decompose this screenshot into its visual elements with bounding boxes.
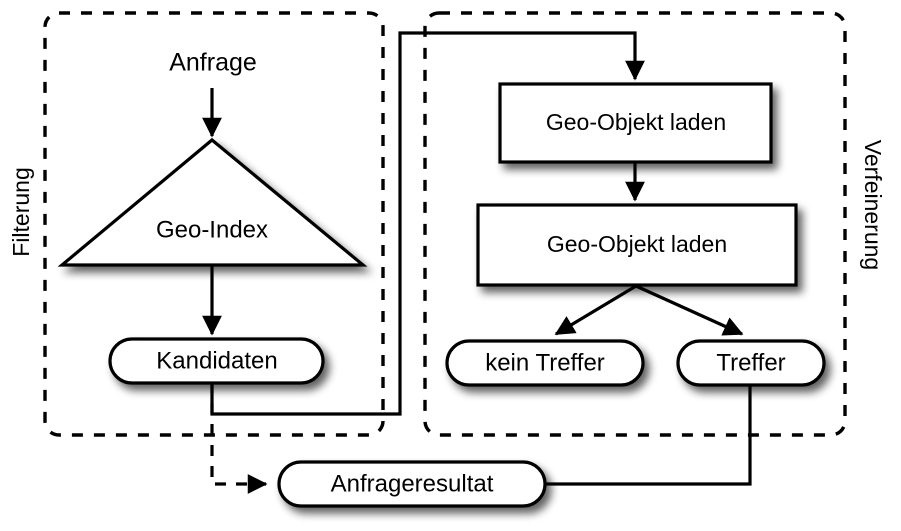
node-anfrageresultat-shape: [277, 460, 547, 508]
node-geo-objekt-laden-2-shape: [476, 203, 798, 287]
group-filterung: Filterung: [8, 11, 385, 437]
edge-treffer-to-anfrageresultat: [545, 384, 752, 486]
group-verfeinerung-label: Verfeinerung: [860, 140, 886, 270]
node-geo-objekt-laden-2[interactable]: [476, 203, 798, 287]
node-geo-index-label: Geo-Index: [156, 216, 268, 243]
edge-geo-objekt-laden-2-to-treffer: [635, 284, 744, 336]
node-kein-treffer[interactable]: [445, 339, 645, 387]
group-filterung-label: Filterung: [8, 167, 34, 256]
node-kandidaten-label: Kandidaten: [156, 347, 277, 374]
node-geo-objekt-laden-2-label: Geo-Objekt laden: [547, 231, 727, 257]
group-verfeinerung-border: [423, 11, 847, 437]
node-kein-treffer-label: kein Treffer: [485, 349, 605, 376]
node-anfrageresultat[interactable]: [277, 460, 547, 508]
node-kandidaten[interactable]: [108, 337, 325, 385]
node-geo-objekt-laden-1-shape: [498, 82, 773, 164]
node-treffer-label: Treffer: [716, 349, 785, 376]
edges-layer: [202, 31, 752, 494]
node-treffer[interactable]: [676, 339, 826, 387]
node-kein-treffer-shape: [445, 339, 645, 387]
node-anfrage-label: Anfrage: [169, 49, 257, 77]
node-kandidaten-shape: [108, 337, 325, 385]
node-geo-index-shape: [57, 137, 368, 267]
node-treffer-shape: [676, 339, 826, 387]
group-verfeinerung: Verfeinerung: [423, 11, 886, 437]
node-anfrageresultat-label: Anfrageresultat: [331, 470, 494, 497]
edge-kandidaten-to-anfrageresultat: [210, 382, 268, 494]
node-geo-index[interactable]: [57, 137, 368, 267]
node-geo-objekt-laden-1-label: Geo-Objekt laden: [546, 109, 726, 135]
node-geo-objekt-laden-1[interactable]: [498, 82, 773, 164]
edge-geo-objekt-laden-2-to-kein-treffer: [554, 284, 637, 336]
group-filterung-border: [43, 11, 385, 437]
